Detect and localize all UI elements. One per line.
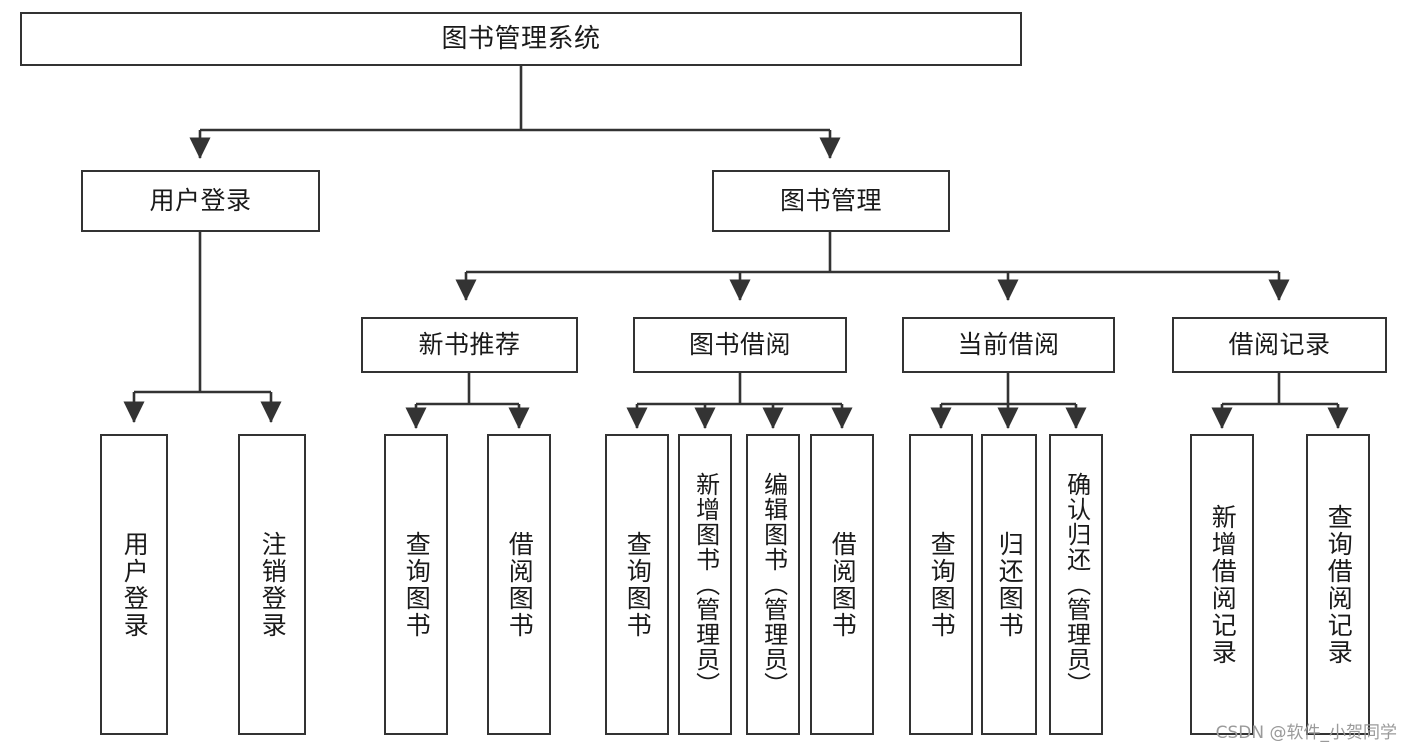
watermark: CSDN @软件_小贺同学 bbox=[1215, 723, 1397, 743]
node-leaf-query-record[interactable]: 查询借阅记录 bbox=[1306, 434, 1370, 735]
node-leaf-edit-book[interactable]: 编辑图书（管理员） bbox=[746, 434, 800, 735]
node-leaf-user-login[interactable]: 用户登录 bbox=[100, 434, 168, 735]
node-book-manage-label: 图书管理 bbox=[779, 186, 882, 216]
node-leaf-query-book-1-label: 查询图书 bbox=[402, 530, 432, 639]
node-book-manage[interactable]: 图书管理 bbox=[712, 170, 950, 232]
node-leaf-add-book-label: 新增图书（管理员） bbox=[691, 472, 720, 697]
node-leaf-confirm-return-label: 确认归还（管理员） bbox=[1062, 472, 1091, 697]
node-user-login-label: 用户登录 bbox=[149, 186, 252, 216]
node-leaf-add-record-label: 新增借阅记录 bbox=[1208, 503, 1238, 666]
node-leaf-borrow-book-2[interactable]: 借阅图书 bbox=[810, 434, 874, 735]
node-leaf-logout-label: 注销登录 bbox=[258, 530, 288, 639]
node-leaf-query-book-3[interactable]: 查询图书 bbox=[909, 434, 973, 735]
node-leaf-query-book-2[interactable]: 查询图书 bbox=[605, 434, 669, 735]
node-root-label: 图书管理系统 bbox=[441, 23, 601, 54]
node-book-borrow-label: 图书借阅 bbox=[688, 330, 791, 360]
node-leaf-add-book[interactable]: 新增图书（管理员） bbox=[678, 434, 732, 735]
node-new-book-recommend-label: 新书推荐 bbox=[418, 330, 521, 360]
node-leaf-borrow-book-1-label: 借阅图书 bbox=[505, 530, 535, 639]
node-leaf-confirm-return[interactable]: 确认归还（管理员） bbox=[1049, 434, 1103, 735]
node-leaf-logout[interactable]: 注销登录 bbox=[238, 434, 306, 735]
node-leaf-edit-book-label: 编辑图书（管理员） bbox=[759, 472, 788, 697]
node-borrow-record[interactable]: 借阅记录 bbox=[1172, 317, 1387, 373]
node-leaf-return-book[interactable]: 归还图书 bbox=[981, 434, 1037, 735]
node-leaf-query-record-label: 查询借阅记录 bbox=[1324, 503, 1354, 666]
node-current-borrow[interactable]: 当前借阅 bbox=[902, 317, 1115, 373]
node-leaf-query-book-2-label: 查询图书 bbox=[623, 530, 653, 639]
node-new-book-recommend[interactable]: 新书推荐 bbox=[361, 317, 578, 373]
node-leaf-borrow-book-1[interactable]: 借阅图书 bbox=[487, 434, 551, 735]
node-leaf-query-book-3-label: 查询图书 bbox=[927, 530, 957, 639]
node-root[interactable]: 图书管理系统 bbox=[20, 12, 1022, 66]
node-leaf-borrow-book-2-label: 借阅图书 bbox=[828, 530, 858, 639]
node-leaf-return-book-label: 归还图书 bbox=[995, 530, 1025, 639]
node-current-borrow-label: 当前借阅 bbox=[957, 330, 1060, 360]
node-leaf-query-book-1[interactable]: 查询图书 bbox=[384, 434, 448, 735]
node-user-login[interactable]: 用户登录 bbox=[81, 170, 320, 232]
node-book-borrow[interactable]: 图书借阅 bbox=[633, 317, 847, 373]
node-leaf-user-login-label: 用户登录 bbox=[120, 530, 150, 639]
node-leaf-add-record[interactable]: 新增借阅记录 bbox=[1190, 434, 1254, 735]
node-borrow-record-label: 借阅记录 bbox=[1228, 330, 1331, 360]
